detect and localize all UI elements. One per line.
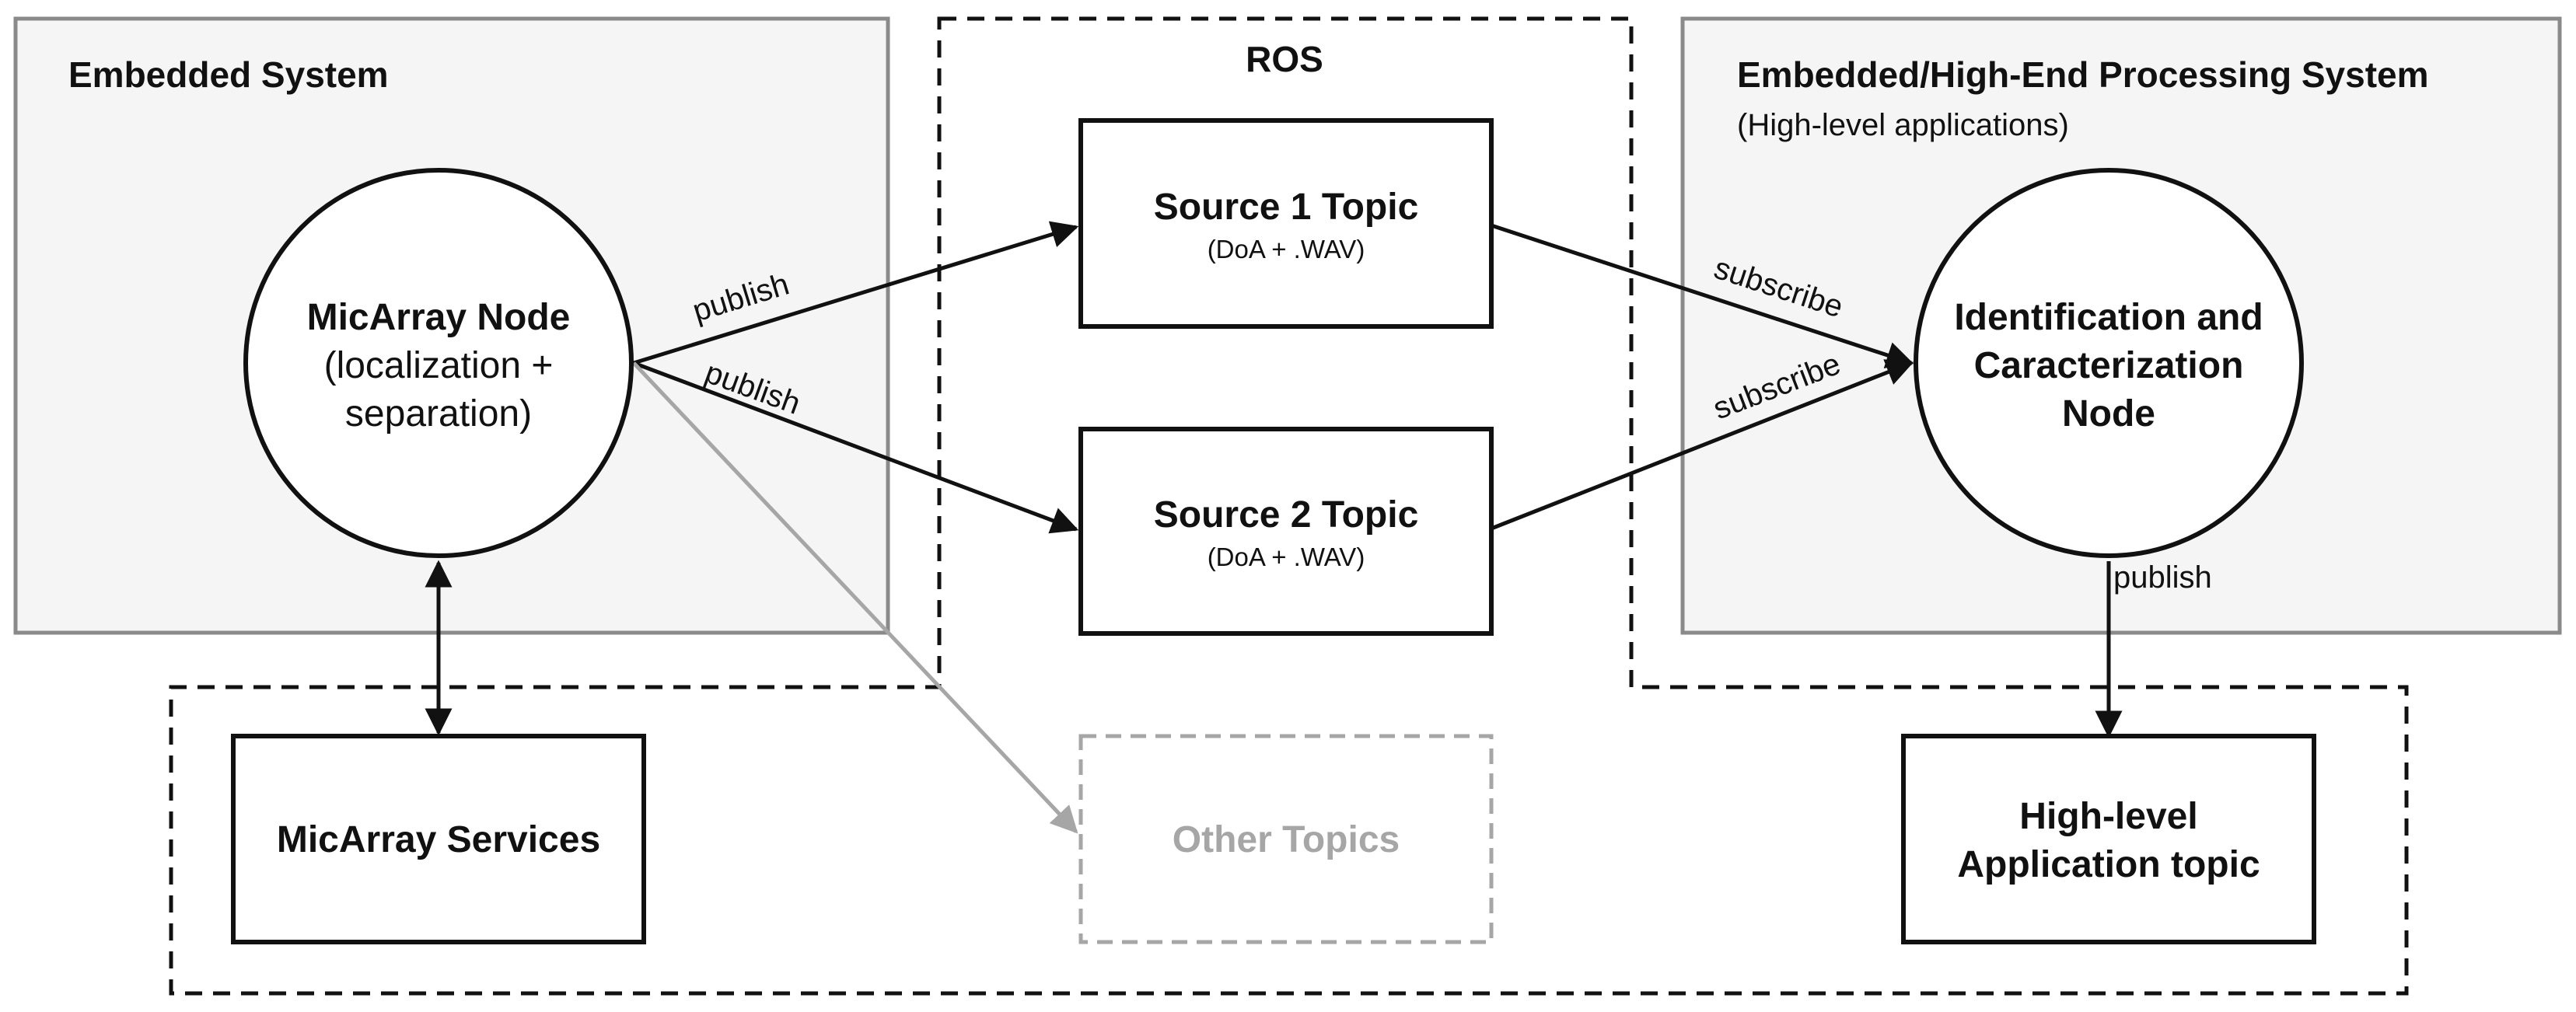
identification-node-line1: Identification and: [1954, 297, 2263, 338]
micarray-node-line2: (localization +: [324, 345, 554, 386]
ros-title: ROS: [1246, 39, 1323, 79]
other-topics-title: Other Topics: [1173, 819, 1400, 860]
micarray-node: [243, 168, 634, 558]
high-level-application-box: [1901, 734, 2316, 944]
source2-topic-box: [1078, 427, 1494, 636]
micarray-node-line3: separation): [345, 393, 532, 434]
source2-topic-sub: (DoA + .WAV): [1208, 543, 1365, 571]
high-level-application-line1: High-level: [2019, 796, 2197, 837]
subscribe-arrow-source1: [1491, 223, 1914, 368]
high-end-system-subtitle: (High-level applications): [1737, 108, 2069, 142]
subscribe-arrow-source2: [1491, 359, 1914, 531]
micarray-node-line1: MicArray Node: [307, 297, 571, 338]
publish-arrow-other-topics: [632, 361, 1078, 834]
identification-node: [1914, 168, 2304, 558]
publish-label-3: publish: [2113, 560, 2212, 595]
source1-topic-title: Source 1 Topic: [1154, 187, 1419, 228]
publish-arrow-source2: [633, 361, 1079, 534]
micarray-services-title: MicArray Services: [277, 819, 600, 860]
high-end-system-title: Embedded/High-End Processing System: [1737, 54, 2429, 95]
identification-node-line2: Caracterization: [1974, 345, 2244, 386]
source2-topic-title: Source 2 Topic: [1154, 494, 1419, 536]
micarray-services-box: [231, 734, 646, 944]
ros-boundary: [169, 16, 2409, 996]
high-level-application-line2: Application topic: [1957, 844, 2260, 885]
identification-node-line3: Node: [2062, 393, 2155, 434]
other-topics-box: [1078, 734, 1494, 944]
source1-topic-sub: (DoA + .WAV): [1208, 235, 1365, 263]
embedded-system-title: Embedded System: [68, 54, 389, 95]
source1-topic-box: [1078, 118, 1494, 329]
publish-arrow-source1: [633, 221, 1079, 365]
